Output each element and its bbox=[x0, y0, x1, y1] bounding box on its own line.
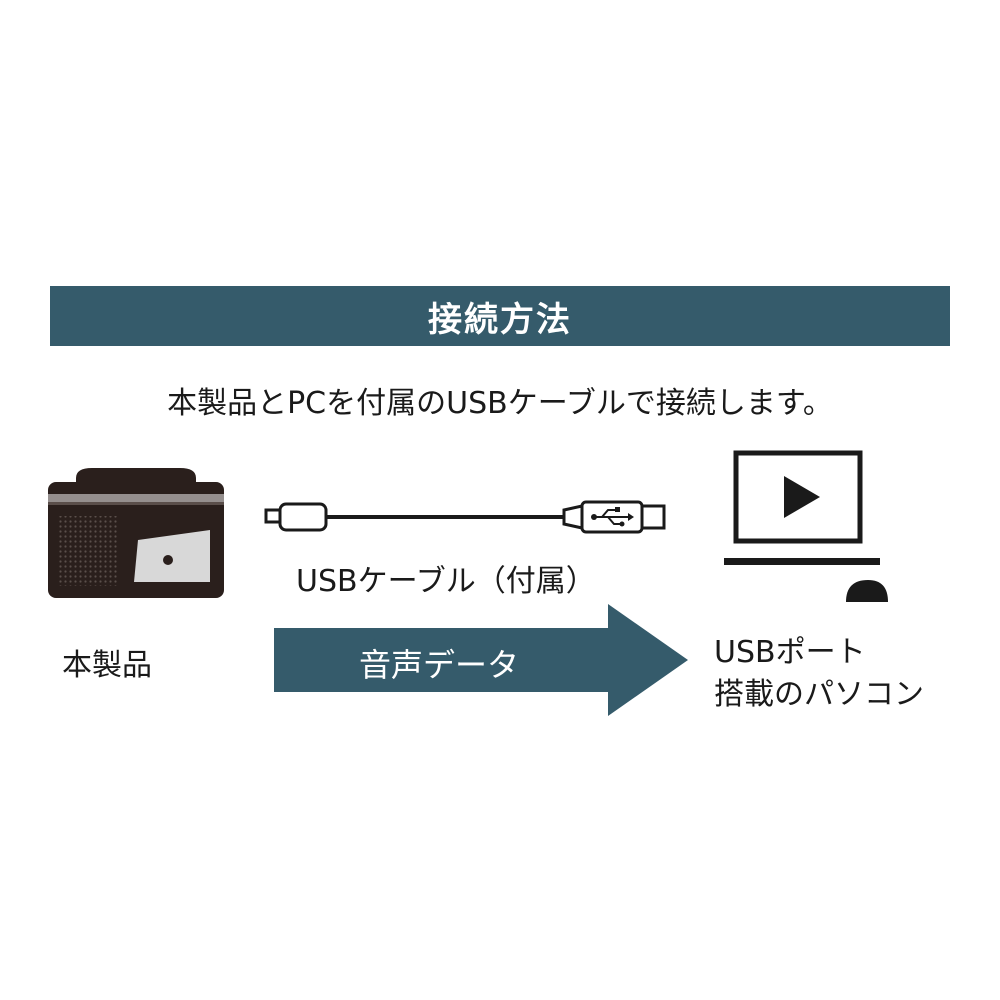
cable-label: USBケーブル（付属） bbox=[296, 564, 596, 599]
computer-label: USBポート 搭載のパソコン bbox=[714, 632, 924, 716]
title-bar: 接続方法 bbox=[50, 286, 950, 346]
page-title: 接続方法 bbox=[428, 299, 572, 340]
speakerphone-icon bbox=[48, 468, 224, 598]
device-label: 本製品 bbox=[62, 648, 152, 683]
computer-label-line2: 搭載のパソコン bbox=[714, 677, 924, 712]
usb-cable-icon bbox=[264, 500, 666, 534]
arrow-label: 音声データ bbox=[358, 646, 519, 684]
description-text: 本製品とPCを付属のUSBケーブルで接続します。 bbox=[167, 386, 833, 421]
laptop-play-icon bbox=[724, 450, 888, 602]
computer-label-line1: USBポート bbox=[714, 635, 866, 670]
data-flow-arrow bbox=[274, 604, 688, 716]
